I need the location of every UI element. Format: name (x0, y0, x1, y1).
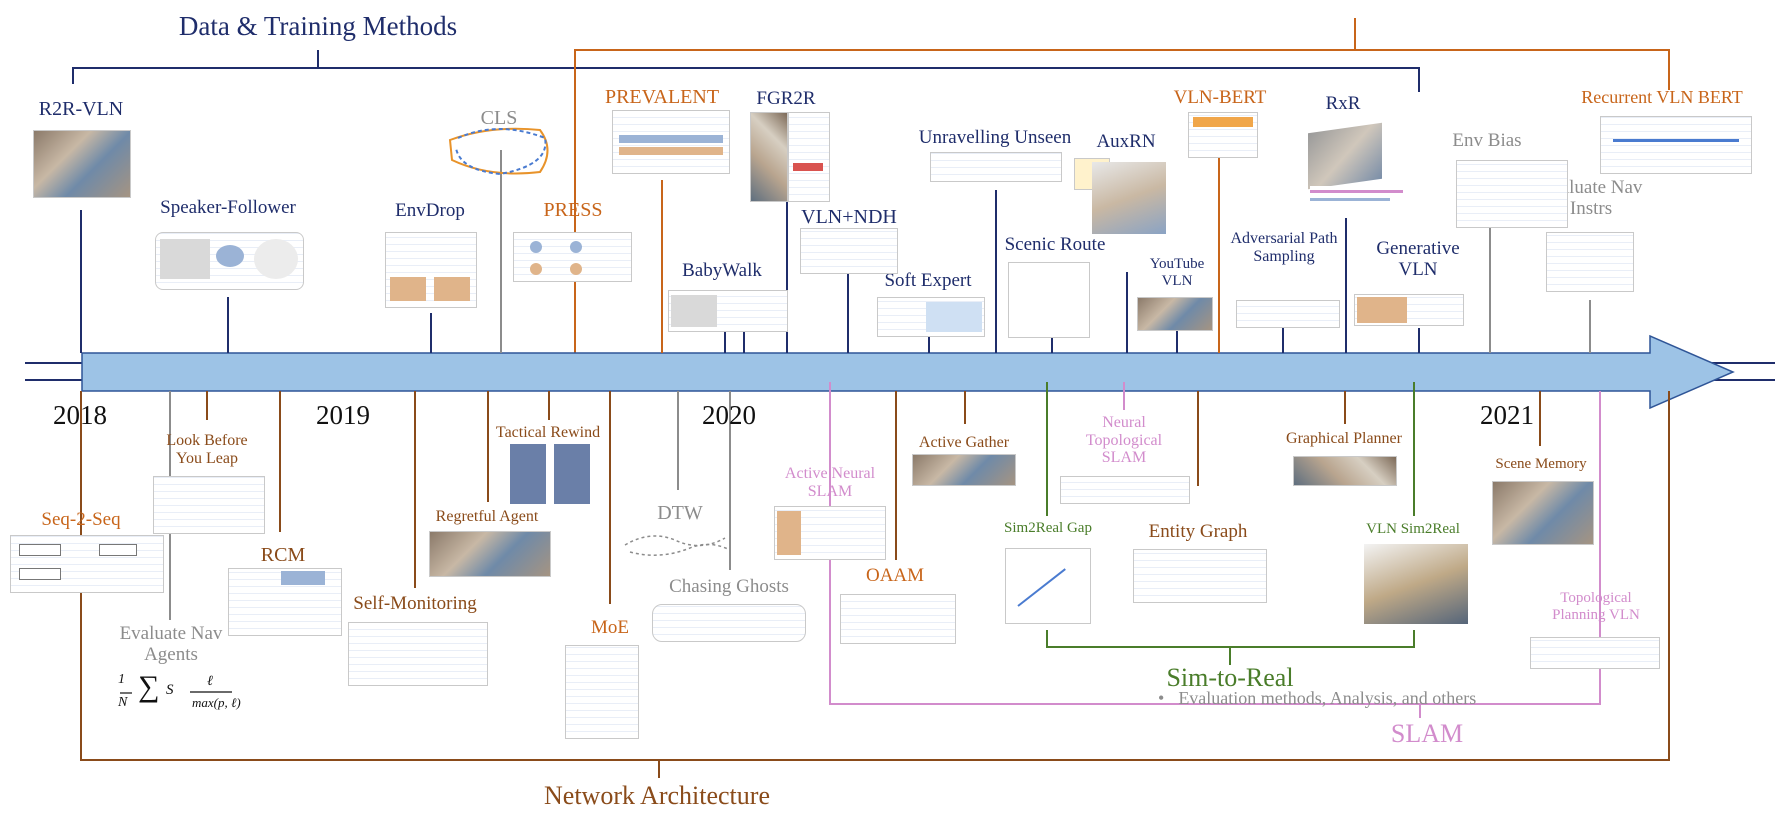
paper-label: CLS (480, 107, 518, 129)
paper-thumbnail (1293, 456, 1397, 486)
paper-label: Look Before You Leap (166, 432, 248, 467)
year-label: 2021 (1480, 400, 1534, 430)
paper-thumbnail (930, 152, 1062, 182)
paper-label: Unravelling Unseen (918, 127, 1072, 148)
paper-thumbnail (1308, 122, 1382, 190)
paper-thumbnail (1492, 481, 1594, 545)
paper-label: Generative VLN (1376, 238, 1460, 280)
paper-thumbnail (1133, 549, 1267, 603)
paper-thumbnail (33, 130, 131, 198)
paper-label: Speaker-Follower (160, 197, 296, 218)
paper-thumbnail (750, 112, 788, 202)
paper-label: Graphical Planner (1286, 430, 1402, 447)
paper-label: Self-Monitoring (353, 593, 477, 614)
paper-thumbnail (1456, 160, 1568, 228)
sim-to-real-group-label: Sim-to-Real (1166, 663, 1294, 692)
paper-thumbnail (877, 297, 985, 337)
paper-thumbnail (429, 531, 551, 577)
paper-thumbnail (1530, 637, 1660, 669)
paper-label: RCM (260, 544, 306, 566)
paper-label: Scenic Route (1004, 234, 1106, 255)
paper-label: EnvDrop (395, 200, 465, 221)
formula-glyph: ∑ (138, 670, 160, 703)
formula-glyph: max(p, ℓ) (192, 695, 241, 710)
paper-thumbnail (1008, 262, 1090, 338)
paper-label: Sim2Real Gap (1004, 520, 1092, 536)
data-training-group-label: Data & Training Methods (178, 11, 458, 41)
paper-thumbnail (510, 444, 590, 504)
paper-label: Active Neural SLAM (784, 465, 876, 500)
paper-label: R2R-VLN (38, 98, 124, 120)
paper-label: Scene Memory (1495, 456, 1587, 472)
paper-thumbnail (10, 535, 164, 593)
paper-thumbnail (155, 232, 304, 290)
paper-thumbnail (652, 604, 806, 642)
paper-label: Evaluate Nav Agents (119, 623, 223, 665)
paper-thumbnail (668, 290, 788, 332)
paper-label: Recurrent VLN BERT (1581, 87, 1743, 107)
paper-thumbnail (612, 110, 730, 174)
paper-label: Neural Topological SLAM (1085, 414, 1163, 467)
legend-text: Evaluation methods, Analysis, and others (1178, 688, 1477, 708)
paper-thumbnail (1546, 232, 1634, 292)
paper-thumbnail (385, 232, 477, 308)
paper-label: VLN Sim2Real (1366, 521, 1460, 537)
paper-thumbnail (1137, 297, 1213, 331)
paper-label: PRESS (543, 199, 603, 221)
paper-thumbnail (800, 228, 898, 274)
paper-thumbnail (1060, 476, 1190, 504)
paper-label: DTW (657, 502, 703, 524)
paper-label: Entity Graph (1148, 521, 1248, 542)
paper-label: Regretful Agent (435, 508, 539, 525)
paper-label: VLN-BERT (1173, 87, 1267, 108)
slam-group-label: SLAM (1390, 719, 1464, 748)
paper-thumbnail (912, 454, 1016, 486)
paper-label: YouTube VLN (1149, 256, 1205, 289)
paper-thumbnail (565, 645, 639, 739)
paper-thumbnail (1005, 548, 1091, 624)
paper-label: AuxRN (1096, 131, 1156, 152)
paper-thumbnail (1236, 300, 1340, 328)
paper-label: BabyWalk (682, 260, 762, 281)
paper-label: MoE (591, 617, 629, 638)
year-label: 2020 (702, 400, 756, 430)
paper-label: Active Gather (918, 434, 1010, 451)
paper-label: Seq-2-Seq (41, 509, 121, 530)
paper-label: Soft Expert (884, 270, 972, 291)
paper-label: VLN+NDH (801, 206, 897, 228)
paper-thumbnail (840, 594, 956, 644)
year-label: 2019 (316, 400, 370, 430)
paper-label: Chasing Ghosts (669, 576, 789, 597)
paper-thumbnail (1092, 162, 1166, 234)
paper-label: Env Bias (1452, 130, 1522, 151)
paper-thumbnail (1188, 112, 1258, 158)
paper-thumbnail (774, 506, 886, 560)
paper-thumbnail (348, 622, 488, 686)
paper-thumbnail (788, 112, 830, 202)
paper-label: PREVALENT (604, 86, 720, 108)
formula-glyph: N (118, 695, 128, 710)
paper-label: Adversarial Path Sampling (1230, 230, 1338, 265)
paper-thumbnail (228, 568, 342, 636)
paper-thumbnail (1364, 544, 1468, 624)
bullet-icon: • (1158, 688, 1165, 708)
paper-label: Tactical Rewind (495, 424, 601, 441)
formula-glyph: S (166, 682, 174, 698)
paper-thumbnail (1354, 294, 1464, 326)
legend: • Evaluation methods, Analysis, and other… (1158, 688, 1476, 709)
paper-thumbnail (1600, 116, 1752, 174)
formula-glyph: ℓ (207, 674, 213, 689)
formula-glyph: 1 (118, 672, 125, 687)
paper-label: Topological Planning VLN (1552, 590, 1640, 623)
paper-thumbnail (1310, 186, 1403, 206)
year-label: 2018 (53, 400, 107, 430)
paper-thumbnail (153, 476, 265, 534)
paper-label: OAAM (865, 565, 925, 586)
paper-label: RxR (1325, 93, 1361, 114)
paper-thumbnail (513, 232, 632, 282)
network-architecture-group-label: Network Architecture (544, 781, 770, 810)
paper-label: FGR2R (756, 88, 816, 109)
